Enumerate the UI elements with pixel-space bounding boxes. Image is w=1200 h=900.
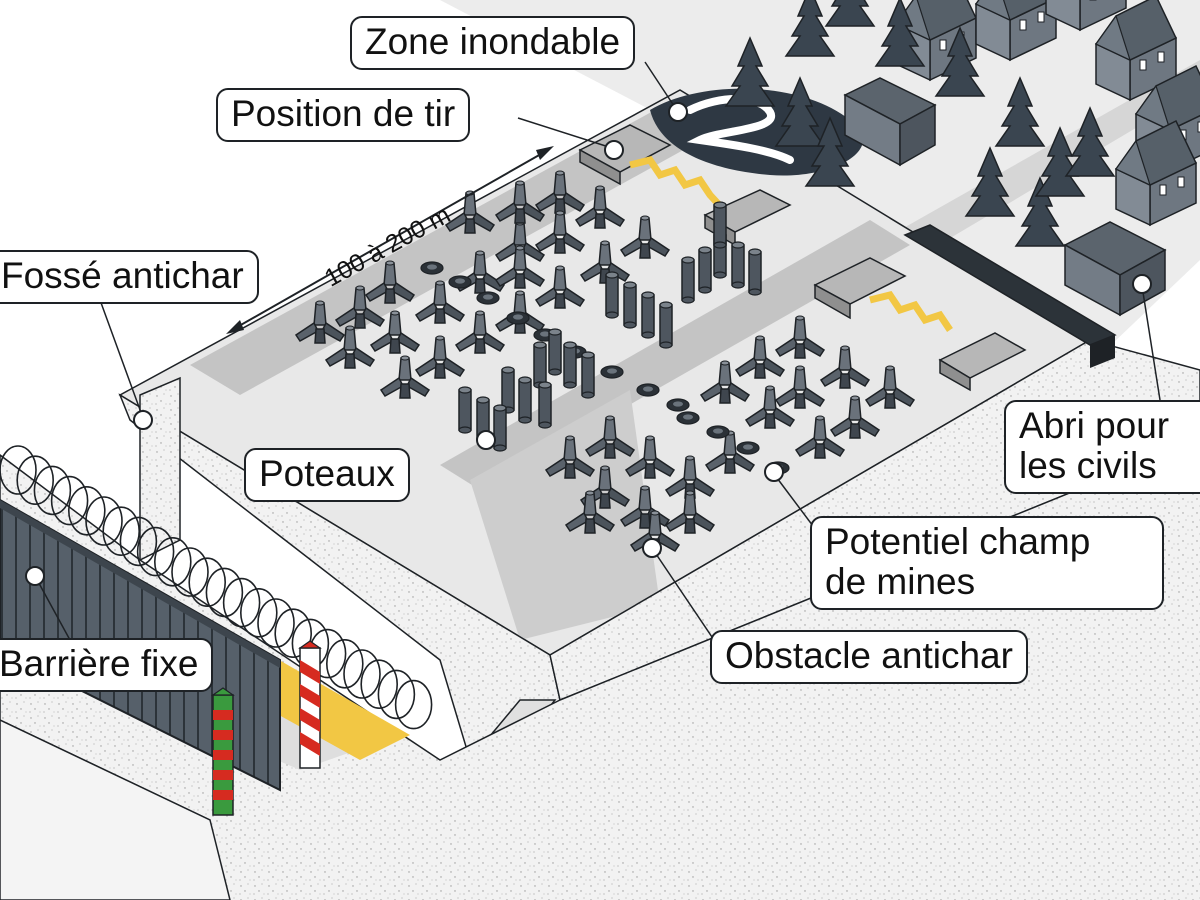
razor-wire-coil (171, 547, 209, 597)
label-mines-line2: de mines (825, 561, 976, 602)
dimension-arrow (226, 146, 554, 334)
leader-lines (34, 61, 1161, 641)
razor-wire (0, 445, 433, 730)
razor-wire-coil (154, 536, 192, 587)
label-position-de-tir: Position de tir (216, 88, 471, 142)
border-post-green (211, 687, 235, 816)
razor-wire-coil (50, 475, 89, 526)
razor-wire-coil (16, 455, 55, 506)
label-abri-line2: les civils (1019, 445, 1157, 486)
label-mines-line1: Potentiel champ (825, 521, 1091, 562)
civilian-shelter-trench (903, 224, 1117, 368)
label-champ-de-mines: Potentiel champ de mines (810, 516, 1164, 610)
razor-wire-coil (85, 496, 123, 546)
razor-wire-coil (239, 587, 278, 638)
label-abri-civils: Abri pour les civils (1004, 400, 1200, 494)
border-post-red (298, 640, 322, 769)
razor-wire-coil (377, 669, 416, 720)
razor-wire-coil (343, 649, 381, 699)
razor-wire-coil (136, 526, 175, 577)
label-obstacle-antichar: Obstacle antichar (710, 630, 1028, 684)
razor-wire-coil (0, 445, 37, 495)
razor-wire-coil (188, 557, 226, 608)
razor-wire-coil (119, 516, 158, 567)
razor-wire-coil (33, 465, 72, 516)
label-zone-inondable: Zone inondable (350, 16, 636, 70)
razor-wire-coil (394, 679, 433, 730)
hangar-1 (843, 77, 937, 167)
razor-wire-coil (325, 638, 364, 689)
label-poteaux: Poteaux (244, 448, 410, 502)
razor-wire-coil (360, 659, 399, 710)
razor-wire-coil (205, 567, 244, 618)
label-fosse-antichar: Fossé antichar (0, 250, 259, 304)
razor-wire-coil (274, 608, 313, 659)
razor-wire-coil (102, 506, 140, 557)
label-barriere-fixe: Barrière fixe (0, 638, 214, 692)
razor-wire-coil (68, 485, 106, 536)
razor-wire-coil (257, 598, 295, 648)
razor-wire-coil (222, 577, 261, 628)
label-abri-line1: Abri pour (1019, 405, 1170, 446)
